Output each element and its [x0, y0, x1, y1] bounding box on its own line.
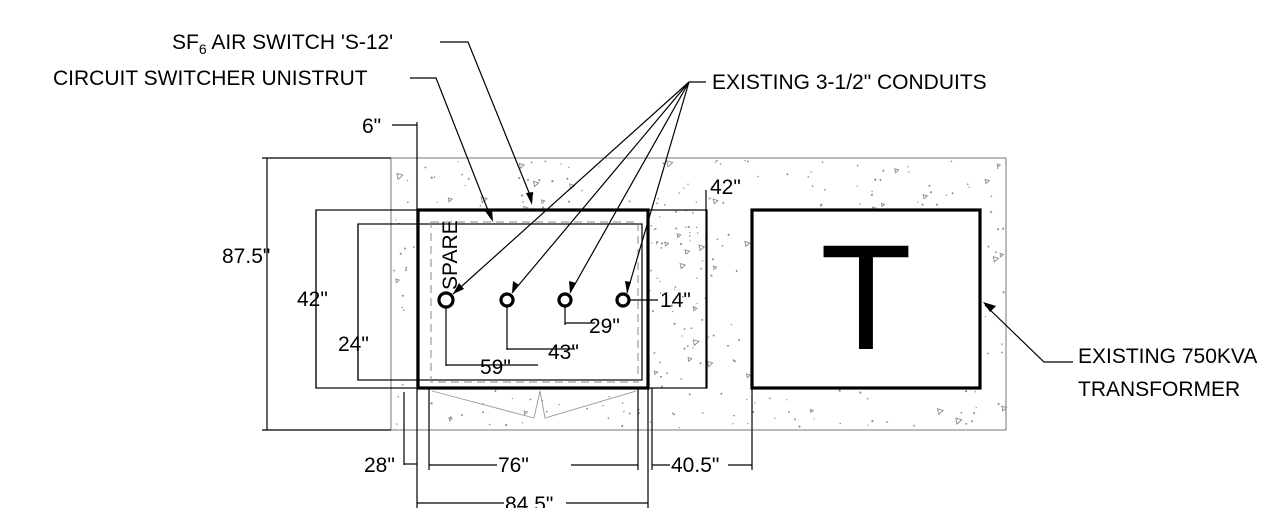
- dim-28: 28": [364, 454, 395, 477]
- conduit-arrowheads: [453, 281, 631, 294]
- sf6-air-switch-box: [416, 208, 650, 390]
- dim-43: 43": [548, 341, 579, 364]
- sf6-leader-arrow: [526, 192, 533, 205]
- dim-28-lines: [403, 392, 417, 465]
- conduit-2: [499, 292, 515, 308]
- dim-14: 14": [660, 289, 691, 312]
- transformer-symbol: T: [820, 213, 912, 381]
- spare-label: SPARE: [439, 220, 462, 290]
- dim-42-right: 42": [710, 176, 741, 199]
- conduits-label: EXISTING 3-1/2" CONDUITS: [712, 71, 987, 94]
- dim-42-left: 42": [297, 288, 328, 311]
- conduit-spare: [437, 291, 455, 309]
- unistrut-leader: [410, 77, 492, 219]
- dim-87-5: 87.5": [222, 245, 270, 268]
- unistrut-leader-arrow: [485, 209, 493, 222]
- dim-6: 6": [362, 115, 381, 138]
- dim-84-5: 84.5": [505, 493, 553, 508]
- dim-76: 76": [498, 454, 529, 477]
- transformer-leader: [984, 304, 1073, 363]
- conduit-spacing-lines: [445, 299, 658, 366]
- sf6-leader: [440, 41, 533, 201]
- dim-40-5-lines: [651, 388, 753, 470]
- dim-29: 29": [589, 315, 620, 338]
- concrete-texture: [393, 159, 1008, 429]
- transformer-box: [750, 208, 982, 390]
- pad-detail: [431, 390, 637, 419]
- sf6-switch-label: SF6 AIR SWITCH 'S-12': [172, 31, 393, 57]
- concrete-pad: [390, 157, 1007, 431]
- transformer-label-2: TRANSFORMER: [1078, 378, 1240, 401]
- transformer-label-1: EXISTING 750KVA: [1078, 345, 1257, 368]
- conduit-4: [615, 292, 631, 308]
- dim-76-lines: [428, 388, 639, 470]
- transformer-leader-arrow: [983, 302, 996, 312]
- conduit-leaders: [452, 81, 706, 295]
- unistrut-label: CIRCUIT SWITCHER UNISTRUT: [53, 67, 368, 90]
- dashed-boundary: [430, 221, 639, 383]
- dim-6-lines: [392, 122, 418, 410]
- conduit-3: [557, 292, 573, 308]
- dim-59: 59": [480, 356, 511, 379]
- dim-87-5-lines: [262, 157, 391, 431]
- dim-24: 24": [338, 333, 369, 356]
- dim-40-5: 40.5": [671, 454, 719, 477]
- dim-84-5-lines: [416, 388, 649, 508]
